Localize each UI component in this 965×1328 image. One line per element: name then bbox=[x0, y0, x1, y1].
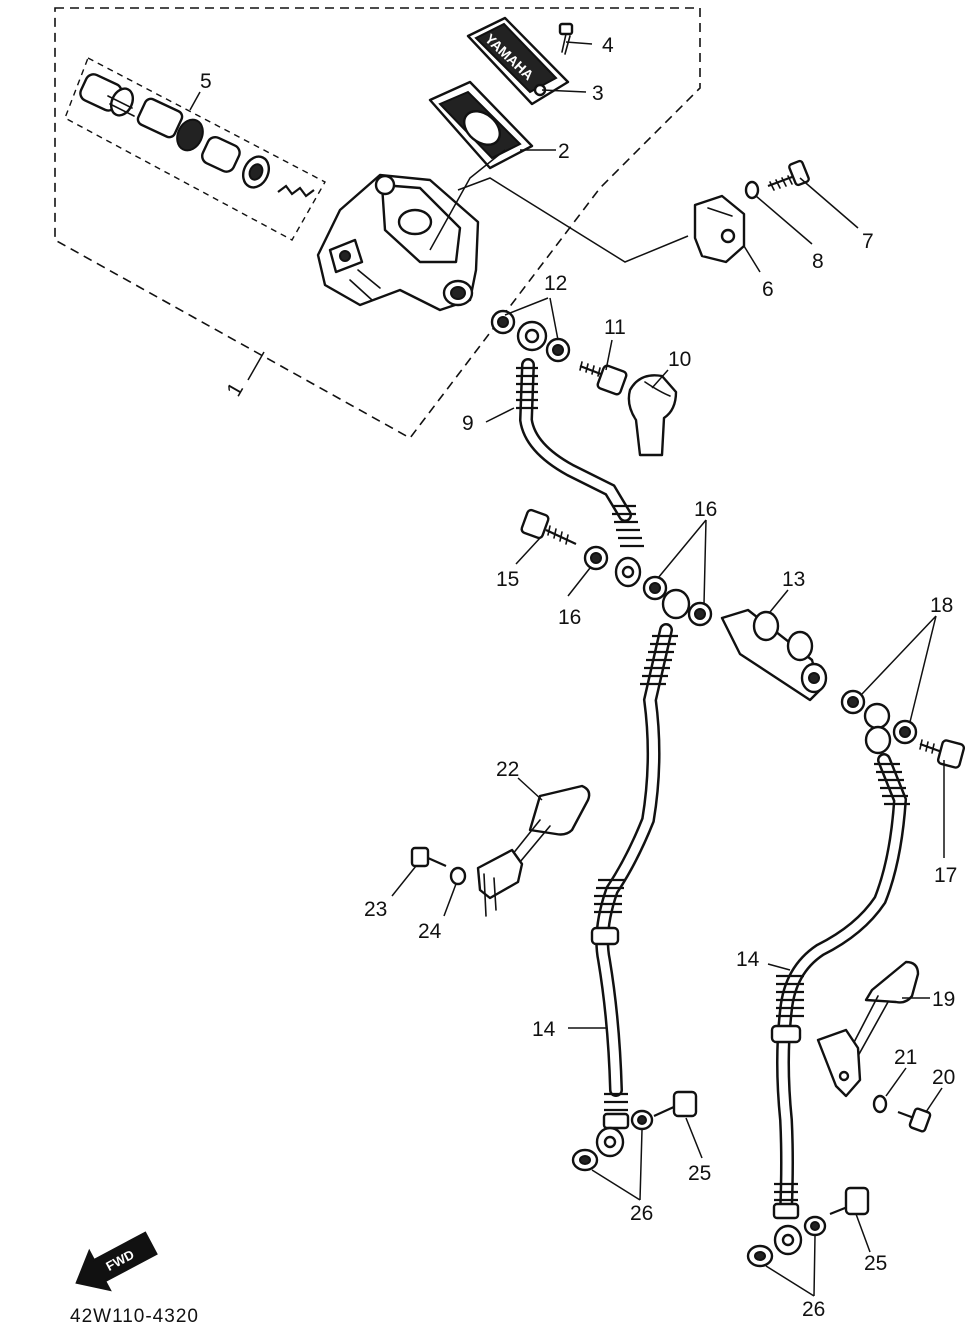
guide-washer-21 bbox=[872, 1094, 888, 1114]
union-bolt-17 bbox=[919, 739, 965, 769]
callout-19: 19 bbox=[932, 988, 955, 1011]
callout-10: 10 bbox=[668, 348, 691, 371]
caliper-bolt-25-right bbox=[829, 1186, 870, 1216]
callout-7: 7 bbox=[862, 230, 874, 253]
callout-9: 9 bbox=[462, 412, 474, 435]
bracket-bolt bbox=[767, 159, 810, 191]
bracket-washer bbox=[744, 180, 760, 200]
brake-hose-left bbox=[590, 588, 691, 1158]
callout-8: 8 bbox=[812, 250, 824, 273]
callout-18: 18 bbox=[930, 594, 953, 617]
callout-6: 6 bbox=[762, 278, 774, 301]
guide-bolt-20 bbox=[897, 1107, 932, 1133]
hose-joint bbox=[720, 608, 828, 702]
callout-1: 1 bbox=[222, 379, 248, 401]
callout-24: 24 bbox=[418, 920, 442, 943]
callout-20: 20 bbox=[932, 1066, 955, 1089]
callout-21: 21 bbox=[894, 1046, 917, 1069]
callout-3: 3 bbox=[592, 82, 604, 105]
callout-4: 4 bbox=[602, 34, 614, 57]
hose-guide-22 bbox=[476, 784, 591, 917]
piston-kit bbox=[79, 73, 315, 198]
caliper-bolt-25-left bbox=[653, 1090, 698, 1118]
master-cylinder-body bbox=[316, 173, 480, 312]
assembly-boundary-master-cylinder bbox=[54, 7, 701, 440]
kit-boundary-piston bbox=[64, 57, 326, 241]
callout-16-bottom: 16 bbox=[558, 606, 581, 629]
guide-bolt-23 bbox=[410, 846, 447, 868]
callout-26-left: 26 bbox=[630, 1202, 653, 1225]
rubber-boot bbox=[627, 374, 678, 457]
callout-14-right: 14 bbox=[736, 948, 760, 971]
callout-14-left: 14 bbox=[532, 1018, 556, 1041]
callout-16-top: 16 bbox=[694, 498, 717, 521]
callout-11: 11 bbox=[604, 316, 626, 339]
upper-brake-hose bbox=[516, 320, 644, 588]
callout-2: 2 bbox=[558, 140, 570, 163]
union-bolt-11 bbox=[579, 361, 628, 396]
callout-13: 13 bbox=[782, 568, 805, 591]
callout-22: 22 bbox=[496, 758, 519, 781]
callout-12: 12 bbox=[544, 272, 567, 295]
callout-17: 17 bbox=[934, 864, 957, 887]
fwd-arrow-icon: FWD bbox=[75, 1231, 158, 1292]
union-bolt-15 bbox=[520, 508, 577, 545]
hose-guide-19 bbox=[816, 960, 920, 1098]
leader-lines bbox=[189, 41, 945, 1297]
callout-26-right: 26 bbox=[802, 1298, 825, 1321]
cap-screw bbox=[558, 22, 574, 55]
drawing-code: 42W110-4320 bbox=[70, 1306, 199, 1327]
lever-bracket bbox=[693, 194, 746, 264]
washer-18-b bbox=[863, 702, 891, 730]
guide-washer-24 bbox=[449, 866, 467, 886]
callout-labels: 1 2 3 4 5 6 7 8 9 10 11 12 13 14 14 15 1… bbox=[200, 34, 957, 1321]
diaphragm-plate bbox=[428, 80, 534, 170]
callout-15: 15 bbox=[496, 568, 519, 591]
callout-25-right: 25 bbox=[864, 1252, 887, 1275]
reservoir-cap: YAMAHA bbox=[466, 16, 570, 106]
callout-23: 23 bbox=[364, 898, 387, 921]
callout-5: 5 bbox=[200, 70, 212, 93]
callout-25-left: 25 bbox=[688, 1162, 711, 1185]
leader-bracket-body bbox=[457, 177, 689, 263]
brake-hose-right bbox=[770, 725, 910, 1256]
